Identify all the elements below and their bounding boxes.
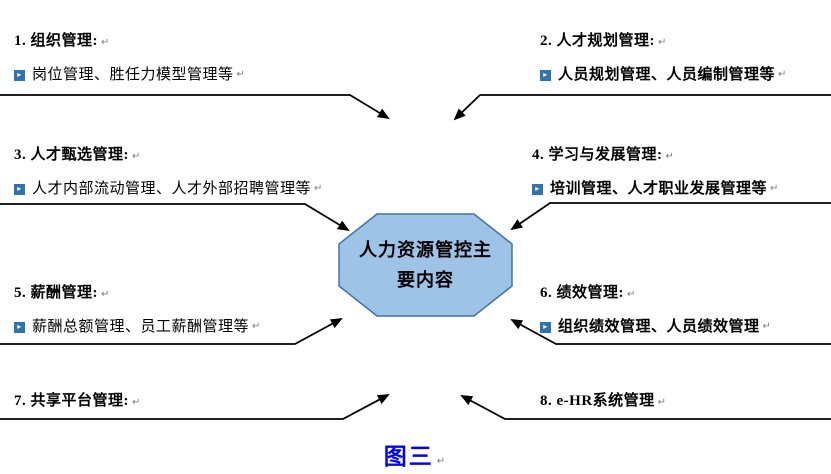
item-3-sub: ▸ 人才内部流动管理、人才外部招聘管理等↵ [14, 179, 323, 199]
item-7: 7. 共享平台管理:↵ [14, 391, 141, 413]
item-6-sub-text: 组织绩效管理、人员绩效管理 [558, 319, 760, 335]
item-3-sub-text: 人才内部流动管理、人才外部招聘管理等 [32, 181, 312, 197]
return-mark: ↵ [762, 321, 772, 332]
item-6-title: 6. 绩效管理:↵ [540, 283, 771, 305]
connector-item-5 [0, 318, 343, 345]
return-mark: ↵ [665, 151, 675, 162]
connector-item-6 [510, 319, 831, 345]
item-6-sub: ▸ 组织绩效管理、人员绩效管理↵ [540, 317, 771, 337]
return-mark: ↵ [132, 397, 141, 408]
item-2-title-text: 2. 人才规划管理: [540, 33, 655, 49]
return-mark: ↵ [252, 321, 261, 332]
item-8: 8. e-HR系统管理↵ [540, 391, 667, 413]
item-1-sub: ▸ 岗位管理、胜任力模型管理等↵ [14, 65, 245, 85]
item-7-title-text: 7. 共享平台管理: [14, 393, 129, 409]
bullet-icon: ▸ [540, 69, 551, 81]
bullet-icon: ▸ [14, 183, 25, 195]
item-5-title: 5. 薪酬管理:↵ [14, 283, 261, 305]
return-mark: ↵ [658, 37, 667, 48]
return-mark: ↵ [657, 397, 667, 408]
item-8-title: 8. e-HR系统管理↵ [540, 391, 667, 413]
item-5: 5. 薪酬管理:↵ ▸ 薪酬总额管理、员工薪酬管理等↵ [14, 283, 261, 337]
return-mark: ↵ [236, 69, 246, 80]
return-mark: ↵ [778, 69, 787, 80]
item-2: 2. 人才规划管理:↵ ▸ 人员规划管理、人员编制管理等↵ [540, 31, 787, 85]
bullet-arrow-glyph: ▸ [535, 184, 540, 193]
item-8-title-text: 8. e-HR系统管理 [540, 393, 655, 409]
item-6: 6. 绩效管理:↵ ▸ 组织绩效管理、人员绩效管理↵ [540, 283, 771, 337]
item-1-sub-text: 岗位管理、胜任力模型管理等 [32, 67, 234, 83]
item-3-title: 3. 人才甄选管理:↵ [14, 145, 323, 167]
bullet-icon: ▸ [532, 183, 543, 195]
item-1-title-text: 1. 组织管理: [14, 33, 98, 49]
item-7-title: 7. 共享平台管理:↵ [14, 391, 141, 413]
item-6-title-text: 6. 绩效管理: [540, 285, 624, 301]
bullet-arrow-glyph: ▸ [543, 322, 548, 331]
item-4-title: 4. 学习与发展管理:↵ [532, 145, 779, 167]
connector-item-1 [0, 94, 390, 120]
connector-item-8 [460, 395, 831, 420]
center-label-line2: 要内容 [397, 270, 454, 290]
item-4: 4. 学习与发展管理:↵ ▸ 培训管理、人才职业发展管理等↵ [532, 145, 779, 199]
connector-item-4 [510, 202, 831, 231]
center-label-line1: 人力资源管控主 [359, 240, 492, 260]
item-2-sub-text: 人员规划管理、人员编制管理等 [558, 67, 776, 83]
figure-caption: 图三↵ [0, 437, 831, 471]
bullet-icon: ▸ [14, 69, 25, 81]
item-3: 3. 人才甄选管理:↵ ▸ 人才内部流动管理、人才外部招聘管理等↵ [14, 145, 323, 199]
connector-item-7 [0, 394, 390, 420]
item-5-sub-text: 薪酬总额管理、员工薪酬管理等 [32, 319, 250, 335]
item-1: 1. 组织管理:↵ ▸ 岗位管理、胜任力模型管理等↵ [14, 31, 245, 85]
item-5-title-text: 5. 薪酬管理: [14, 285, 98, 301]
connector-item-2 [453, 94, 831, 121]
return-mark: ↵ [132, 151, 141, 162]
center-octagon-shape [338, 213, 513, 317]
bullet-arrow-glyph: ▸ [17, 184, 22, 193]
item-1-title: 1. 组织管理:↵ [14, 31, 245, 53]
return-mark: ↵ [770, 183, 779, 194]
center-node: 人力资源管控主 要内容 [339, 214, 512, 316]
bullet-icon: ▸ [14, 321, 25, 333]
return-mark: ↵ [101, 37, 110, 48]
bullet-arrow-glyph: ▸ [17, 322, 22, 331]
bullet-arrow-glyph: ▸ [17, 70, 22, 79]
item-2-sub: ▸ 人员规划管理、人员编制管理等↵ [540, 65, 787, 85]
item-3-title-text: 3. 人才甄选管理: [14, 147, 129, 163]
item-4-sub-text: 培训管理、人才职业发展管理等 [550, 181, 768, 197]
return-mark: ↵ [314, 183, 323, 194]
connector-item-3 [0, 203, 350, 232]
item-2-title: 2. 人才规划管理:↵ [540, 31, 787, 53]
item-5-sub: ▸ 薪酬总额管理、员工薪酬管理等↵ [14, 317, 261, 337]
bullet-icon: ▸ [540, 321, 551, 333]
figure-caption-text: 图三 [383, 444, 434, 469]
return-mark: ↵ [101, 289, 110, 300]
bullet-arrow-glyph: ▸ [543, 70, 548, 79]
return-mark: ↵ [627, 289, 636, 300]
item-4-sub: ▸ 培训管理、人才职业发展管理等↵ [532, 179, 779, 199]
return-mark: ↵ [436, 456, 448, 467]
item-4-title-text: 4. 学习与发展管理: [532, 147, 663, 163]
